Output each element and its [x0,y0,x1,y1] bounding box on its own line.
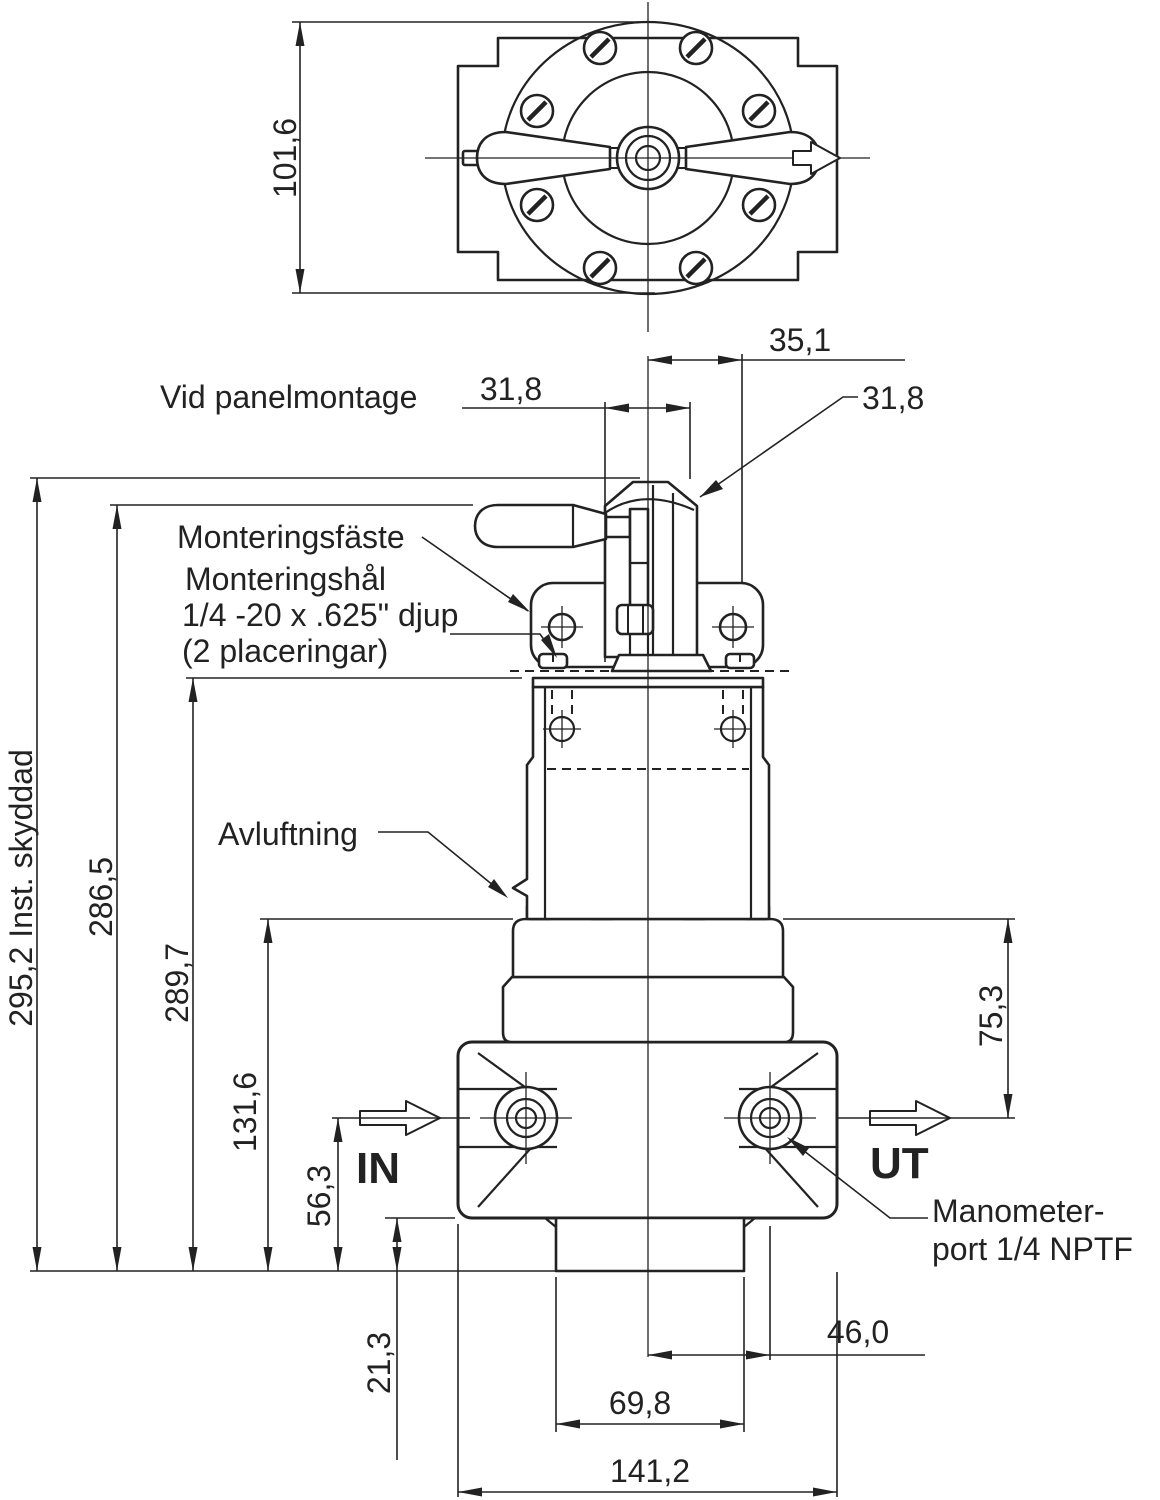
label-inlet: IN [356,1144,400,1193]
dim-286-5-text: 286,5 [83,857,119,937]
label-hole-1: Monteringshål [185,561,386,597]
bonnet [511,685,771,921]
dim-31-8-panel-text: 31,8 [480,371,542,407]
label-vent: Avluftning [218,816,358,852]
panel-screws [537,652,756,670]
label-hole-3: (2 placeringar) [182,633,388,669]
top-view: 101,6 [267,2,870,332]
label-gauge-1: Manometer- [932,1193,1105,1229]
dim-21-3-text: 21,3 [361,1332,397,1394]
dimensions: 35,1 31,8 Vid panelmontage 31,8 Monterin… [3,322,1133,1497]
label-gauge-2: port 1/4 NPTF [932,1231,1133,1267]
label-panel-mount: Vid panelmontage [160,379,417,415]
label-hole-2: 1/4 -20 x .625" djup [182,597,458,633]
dim-31-8-knob-text: 31,8 [862,380,924,416]
label-bracket: Monteringsfäste [177,519,405,555]
inlet-port [458,1052,572,1208]
dim-295-2-text: 295,2 Inst. skyddad [3,749,39,1027]
handle-lever-side [473,503,655,655]
top-view-screws [519,30,777,286]
dim-35-1-text: 35,1 [769,322,831,358]
bracket-hole-left [541,606,583,648]
dim-top-view-height: 101,6 [267,21,655,294]
dim-141-2-text: 141,2 [610,1453,690,1489]
dim-69-8-text: 69,8 [609,1385,671,1421]
dim-289-7-text: 289,7 [159,943,195,1023]
dim-131-6-text: 131,6 [227,1072,263,1152]
flow-direction-arrow-icon [792,141,841,175]
outlet-port [724,1052,837,1208]
bracket-hole-right [712,606,754,648]
dim-56-3-text: 56,3 [301,1165,337,1227]
label-outlet: UT [870,1139,929,1188]
dim-101-6-text: 101,6 [267,118,303,198]
hidden-mounting-holes [510,670,792,770]
adjustment-knob [603,480,713,673]
bottom-boss [544,1216,756,1273]
dim-75-3-text: 75,3 [973,985,1009,1047]
front-view [359,356,951,1357]
